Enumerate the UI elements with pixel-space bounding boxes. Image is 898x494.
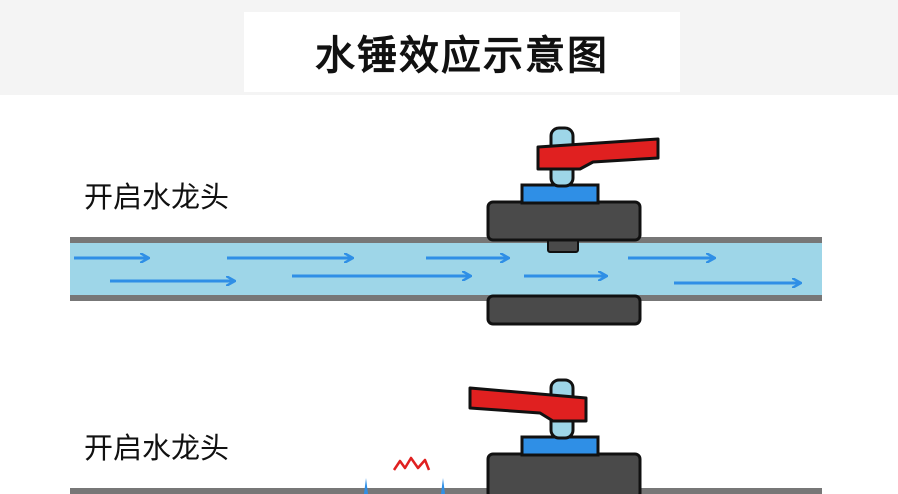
valve-body-top xyxy=(486,200,642,242)
impact-burst-icon xyxy=(392,456,431,471)
valve-body-bottom xyxy=(486,294,642,326)
valve-seat xyxy=(520,435,600,457)
splash-drop-right xyxy=(441,478,445,494)
scene-label-closed: 开启水龙头 xyxy=(62,416,272,476)
valve-closed xyxy=(468,378,642,494)
flow-arrows xyxy=(74,258,800,283)
pipe-wall-top xyxy=(70,237,822,243)
pipe-wall-top xyxy=(70,488,822,494)
valve-seat xyxy=(520,183,600,205)
diagram-title: 水锤效应示意图 xyxy=(244,12,680,92)
valve-handle xyxy=(468,386,588,423)
water-stream xyxy=(70,241,822,297)
valve-open xyxy=(486,126,660,326)
valve-body-top xyxy=(486,452,642,494)
splash-drop-left xyxy=(364,478,368,494)
scene-open xyxy=(70,126,822,326)
scene-closed xyxy=(70,378,822,494)
pipe-wall-bottom xyxy=(70,295,822,301)
scene-label-open: 开启水龙头 xyxy=(62,165,272,225)
valve-handle xyxy=(536,137,660,171)
